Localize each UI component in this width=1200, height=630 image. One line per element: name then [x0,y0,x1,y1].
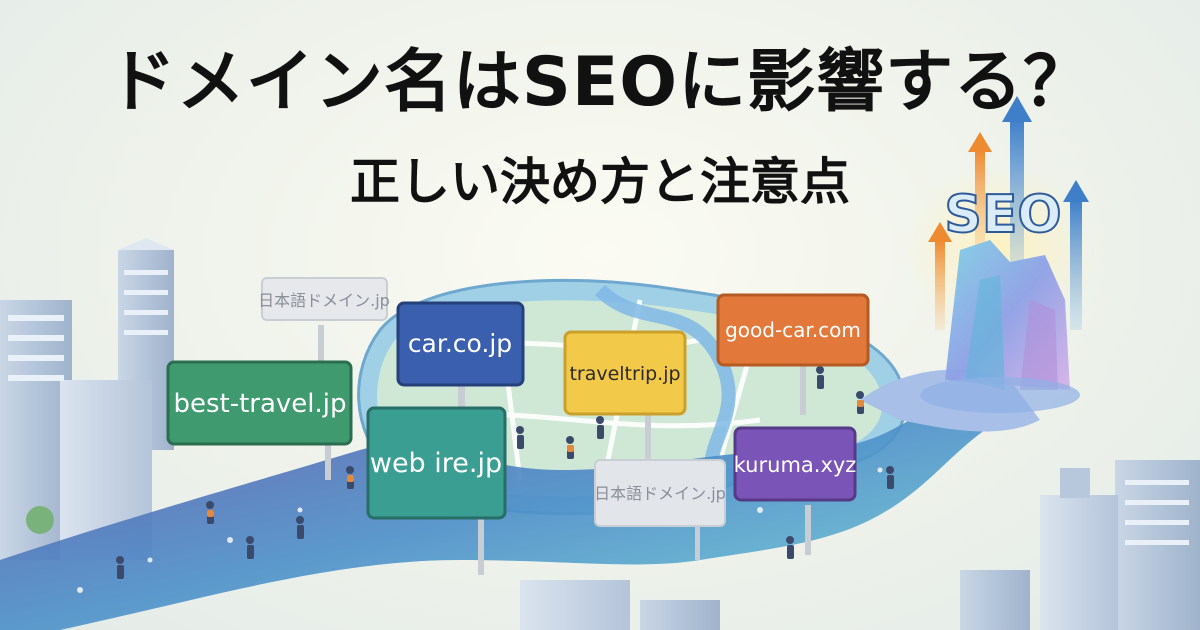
svg-text:car.co.jp: car.co.jp [408,329,512,358]
svg-text:kuruma.xyz: kuruma.xyz [734,453,857,477]
svg-text:traveltrip.jp: traveltrip.jp [569,363,680,385]
sign-japanese-domain-2: 日本語ドメイン.jp [594,459,726,527]
svg-text:日本語ドメイン.jp: 日本語ドメイン.jp [258,291,390,310]
svg-text:best-travel.jp: best-travel.jp [173,389,346,419]
right-buildings [520,460,1200,630]
seo-badge: SEO [943,184,1062,246]
sign-japanese-domain-1: 日本語ドメイン.jp [258,277,390,321]
svg-text:日本語ドメイン.jp: 日本語ドメイン.jp [594,484,726,503]
svg-text:good-car.com: good-car.com [725,318,861,342]
sign-best-travel-jp: best-travel.jp [166,360,353,446]
sign-traveltrip-jp: traveltrip.jp [563,330,687,416]
sign-kuruma-xyz: kuruma.xyz [733,426,857,502]
sign-good-car-com: good-car.com [716,293,870,367]
sign-web-ire-jp: web ire.jp [366,406,507,520]
page-title: ドメイン名はSEOに影響する？ [107,43,1093,122]
page-subtitle: 正しい決め方と注意点 [350,153,850,211]
domain-signs: 日本語ドメイン.jp car.co.jp best-travel.jp trav… [166,277,870,527]
seo-tower [905,96,1095,413]
left-buildings [0,238,174,560]
svg-text:web ire.jp: web ire.jp [370,448,502,479]
sign-car-co-jp: car.co.jp [396,301,525,387]
people-accent [207,400,864,517]
svg-text:SEO: SEO [944,185,1061,245]
